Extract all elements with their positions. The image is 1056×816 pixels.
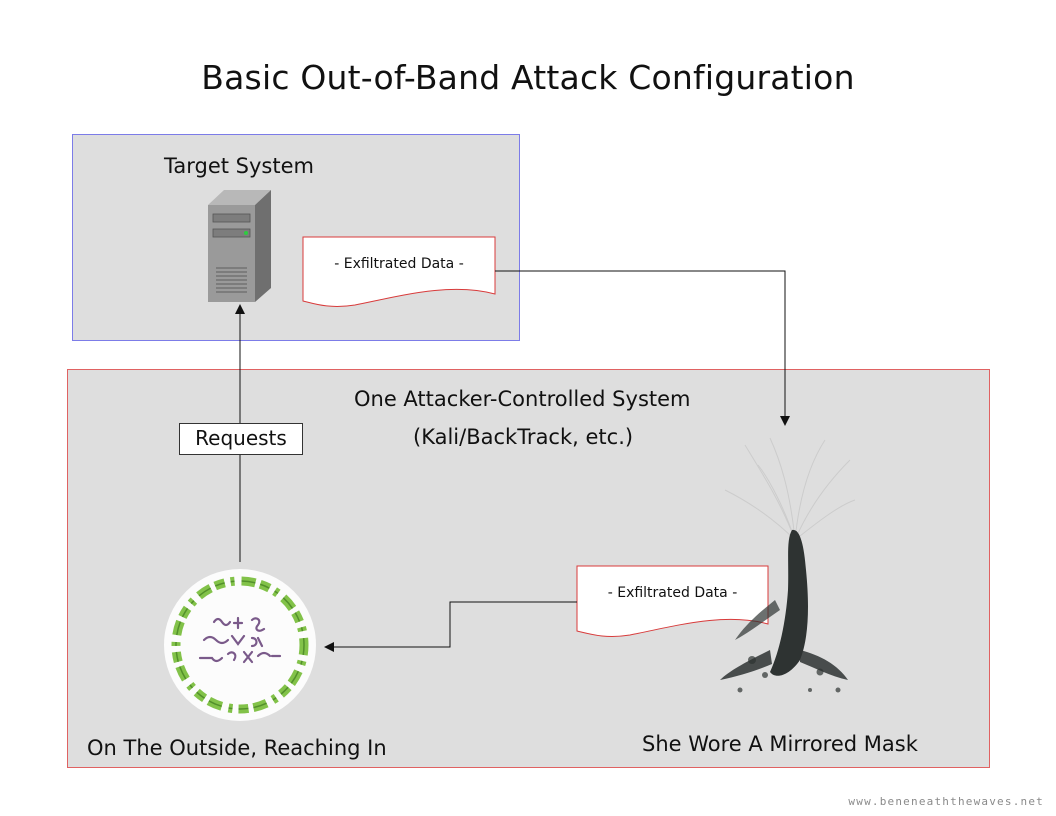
requests-label: Requests bbox=[179, 423, 303, 455]
attacker-data-label: - Exfiltrated Data - bbox=[607, 585, 738, 601]
exfil-arrow-to-attacker bbox=[495, 270, 790, 426]
attacker-system-label: One Attacker-Controlled System bbox=[354, 387, 691, 411]
outside-label: On The Outside, Reaching In bbox=[87, 736, 387, 760]
attacker-data-document bbox=[576, 565, 769, 637]
footer-url: www.beneneaththewaves.net bbox=[848, 795, 1044, 808]
exfil-arrow-to-outside bbox=[324, 601, 577, 652]
target-data-label: - Exfiltrated Data - bbox=[334, 256, 464, 272]
target-data-document bbox=[302, 236, 496, 307]
glyph-circle-icon bbox=[164, 569, 316, 721]
target-system-label: Target System bbox=[164, 154, 314, 178]
diagram-title: Basic Out-of-Band Attack Configuration bbox=[201, 58, 855, 97]
mask-label: She Wore A Mirrored Mask bbox=[642, 732, 918, 756]
attacker-system-sublabel: (Kali/BackTrack, etc.) bbox=[413, 425, 634, 449]
ink-figure-icon bbox=[720, 437, 856, 693]
server-tower-icon bbox=[208, 190, 271, 302]
